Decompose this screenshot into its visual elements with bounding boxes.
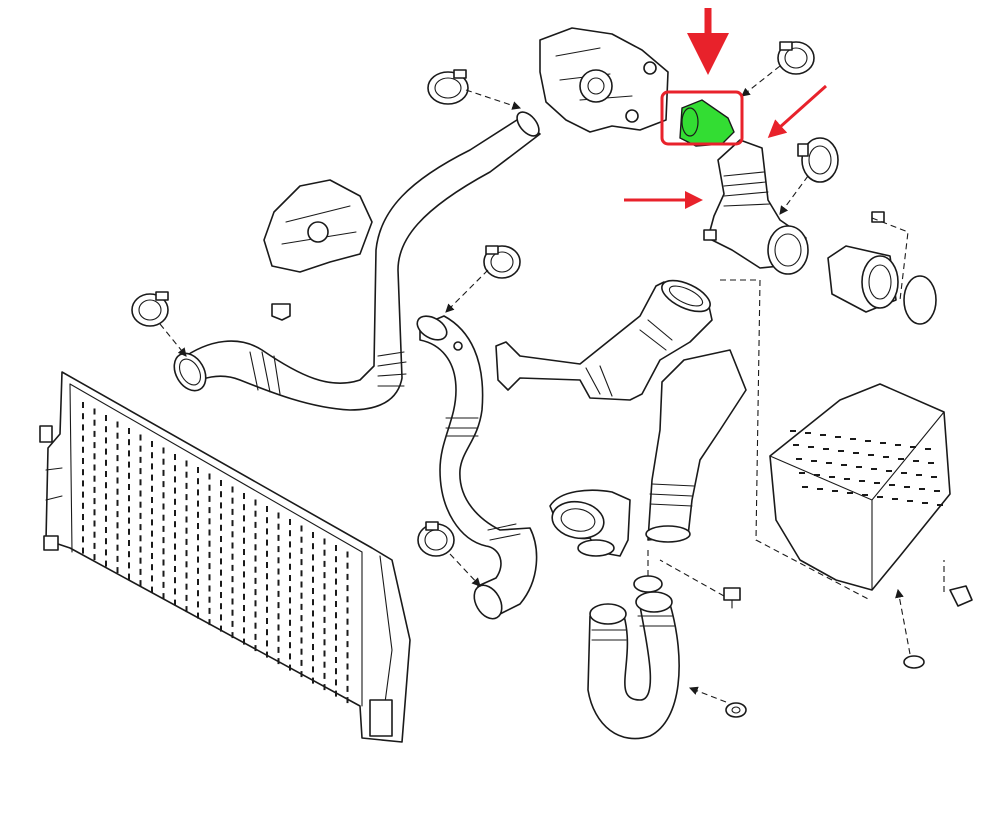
grommet (725, 702, 747, 718)
bolt (723, 587, 741, 609)
throttle-body-housing (539, 27, 669, 133)
highlighted-intake-coupling (660, 90, 744, 147)
air-filter-box-ribs (790, 430, 943, 506)
turbo-outlet-elbow (495, 279, 713, 401)
hose-clamp (483, 245, 521, 279)
hose-clamp (777, 41, 815, 75)
intercooler-radiator (39, 371, 411, 743)
hose-clamp (577, 539, 615, 557)
hose-clamp (633, 575, 663, 593)
hose-clamp (797, 137, 839, 183)
air-filter-box (769, 383, 973, 669)
hose-clamp (131, 291, 169, 327)
middle-s-hose (416, 315, 538, 620)
upper-charge-pipe (173, 111, 541, 411)
hose-clamp (427, 69, 469, 105)
egr-bracket (263, 179, 373, 321)
radiator-core-fins (82, 402, 349, 704)
air-flow-meter (827, 211, 937, 325)
annotation-arrows (624, 8, 827, 209)
assembly-leader-lines (159, 65, 945, 703)
lower-charge-tube (549, 349, 747, 557)
hose-clamp (417, 521, 455, 557)
intake-bellows-hose (703, 139, 809, 275)
lower-u-hose (587, 591, 680, 740)
